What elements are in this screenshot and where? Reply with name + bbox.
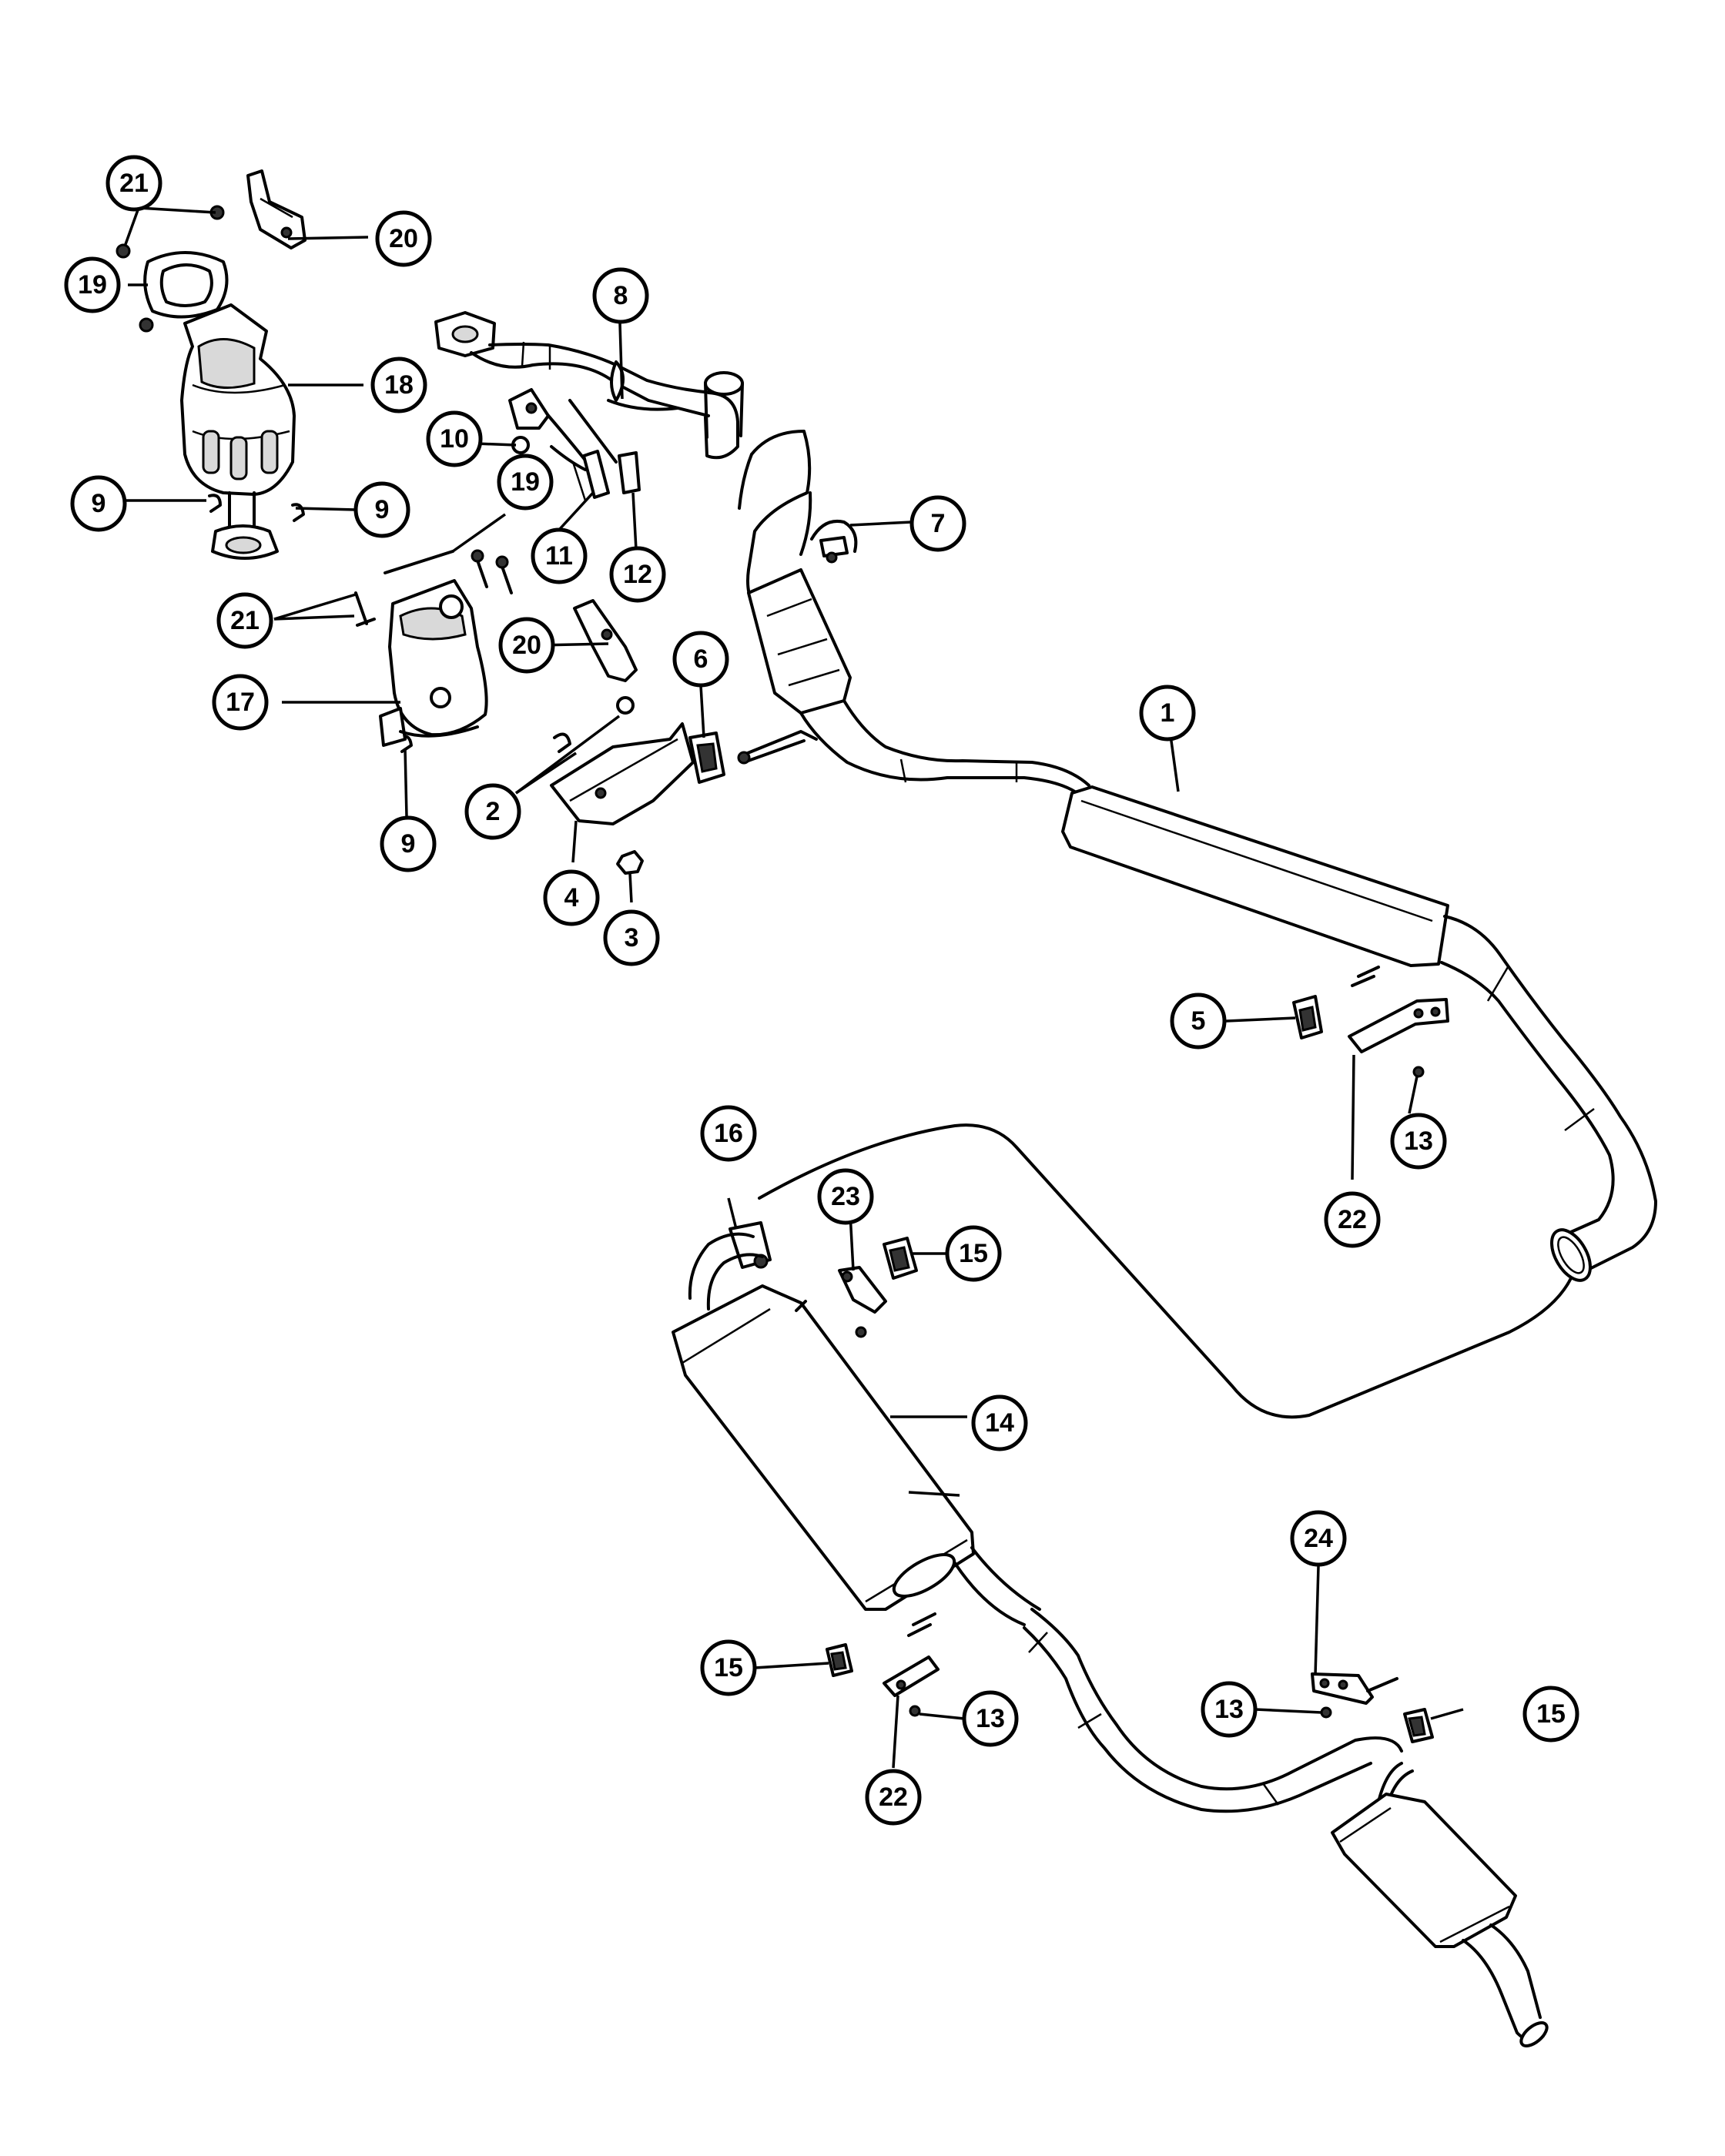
part-2-fasteners [553, 696, 635, 753]
callout-15-c: 15 [1522, 1686, 1579, 1743]
svg-text:11: 11 [545, 541, 573, 571]
svg-text:21: 21 [119, 169, 149, 198]
callout-21-a: 21 [106, 155, 162, 212]
tail-muffler [1331, 1762, 1549, 2047]
callout-20-a: 20 [375, 210, 432, 267]
callout-15-a: 15 [945, 1225, 1002, 1282]
svg-text:16: 16 [714, 1119, 743, 1148]
leader-lines [123, 206, 1464, 1769]
callout-1: 1 [1139, 685, 1196, 742]
part-5-isolator [1292, 995, 1323, 1040]
part-21-bolts-lower [354, 549, 513, 627]
callout-15-b: 15 [700, 1639, 757, 1696]
part-14-rear-muffler [672, 1232, 1403, 1813]
part-20-heat-shield-top [246, 169, 306, 249]
part-7-clamp [810, 520, 858, 564]
svg-text:4: 4 [564, 883, 579, 912]
callout-2: 2 [464, 783, 521, 840]
svg-text:15: 15 [714, 1653, 743, 1682]
callout-7: 7 [909, 495, 966, 552]
part-13-nut-lower-a [909, 1705, 921, 1717]
callout-9-b: 9 [353, 481, 410, 538]
svg-text:12: 12 [623, 560, 652, 589]
svg-text:19: 19 [78, 270, 107, 300]
svg-text:18: 18 [384, 370, 414, 400]
part-23-bracket [795, 1266, 887, 1338]
svg-text:15: 15 [959, 1239, 988, 1268]
svg-text:20: 20 [512, 631, 541, 660]
part-20-heat-shield-lower [573, 599, 638, 682]
svg-text:13: 13 [1214, 1695, 1244, 1724]
callout-21-b: 21 [216, 592, 273, 649]
svg-text:23: 23 [831, 1182, 860, 1211]
callout-16: 16 [700, 1105, 757, 1162]
part-19-gasket-lower [384, 550, 454, 574]
part-4-heat-shield [550, 722, 695, 825]
part-17-catalytic-converter-lower [379, 579, 488, 747]
callout-5: 5 [1170, 993, 1227, 1050]
callout-22-a: 22 [1324, 1191, 1381, 1248]
callout-17: 17 [212, 674, 269, 731]
svg-text:15: 15 [1536, 1699, 1566, 1729]
callout-23: 23 [817, 1168, 874, 1225]
part-15-isolators [826, 1237, 1434, 1743]
callout-13-c: 13 [1201, 1681, 1258, 1738]
svg-text:9: 9 [375, 495, 390, 524]
part-11-12-hangers [571, 450, 641, 501]
svg-text:14: 14 [985, 1408, 1014, 1438]
svg-text:13: 13 [1404, 1127, 1433, 1156]
callout-8: 8 [592, 267, 649, 324]
callout-19-a: 19 [64, 256, 121, 313]
svg-text:24: 24 [1304, 1524, 1333, 1553]
svg-text:22: 22 [879, 1783, 908, 1812]
part-19-gasket-top [143, 251, 229, 319]
part-1-intermediate-pipe [738, 430, 1657, 1282]
callout-3: 3 [603, 909, 660, 966]
callout-9-a: 9 [70, 475, 127, 532]
callout-4: 4 [543, 869, 600, 926]
svg-text:9: 9 [401, 829, 416, 859]
part-13-nut-upper [1412, 1066, 1425, 1078]
callout-14: 14 [971, 1394, 1028, 1451]
part-18-catalytic-converter-upper [180, 303, 296, 560]
callout-24: 24 [1290, 1510, 1347, 1567]
part-16-clamp [729, 1221, 772, 1269]
svg-text:6: 6 [694, 644, 708, 674]
callout-19-b: 19 [497, 454, 554, 511]
part-13-nut-lower-b [1320, 1706, 1332, 1719]
tailpipe-connection-line [758, 1123, 1573, 1419]
part-6-isolator [688, 732, 725, 784]
svg-text:10: 10 [440, 424, 469, 454]
svg-text:21: 21 [230, 606, 260, 635]
callout-6: 6 [672, 631, 729, 688]
svg-text:20: 20 [389, 224, 418, 253]
callout-18: 18 [370, 357, 427, 413]
svg-text:17: 17 [226, 688, 255, 717]
part-24-bracket [1311, 1672, 1398, 1705]
svg-text:8: 8 [614, 281, 628, 310]
svg-text:19: 19 [511, 467, 540, 497]
svg-text:13: 13 [976, 1704, 1005, 1733]
svg-text:2: 2 [486, 797, 501, 826]
callout-20-b: 20 [498, 617, 555, 674]
callout-9-c: 9 [380, 815, 437, 872]
svg-text:22: 22 [1338, 1205, 1367, 1234]
part-8-y-pipe [434, 311, 744, 471]
part-3-nut [616, 850, 644, 875]
svg-text:3: 3 [625, 923, 639, 952]
callout-11: 11 [531, 527, 588, 584]
callout-13-b: 13 [962, 1690, 1019, 1747]
callout-22-b: 22 [865, 1769, 922, 1826]
callout-12: 12 [609, 546, 666, 603]
svg-text:1: 1 [1161, 698, 1175, 728]
hanger-rod [737, 730, 818, 765]
part-22-bracket-lower [883, 1612, 940, 1697]
svg-text:5: 5 [1191, 1006, 1206, 1036]
part-22-bracket-upper [1348, 966, 1449, 1053]
svg-text:7: 7 [931, 509, 946, 538]
svg-text:9: 9 [92, 489, 106, 518]
callout-13-a: 13 [1390, 1113, 1447, 1170]
callout-10: 10 [426, 410, 483, 467]
